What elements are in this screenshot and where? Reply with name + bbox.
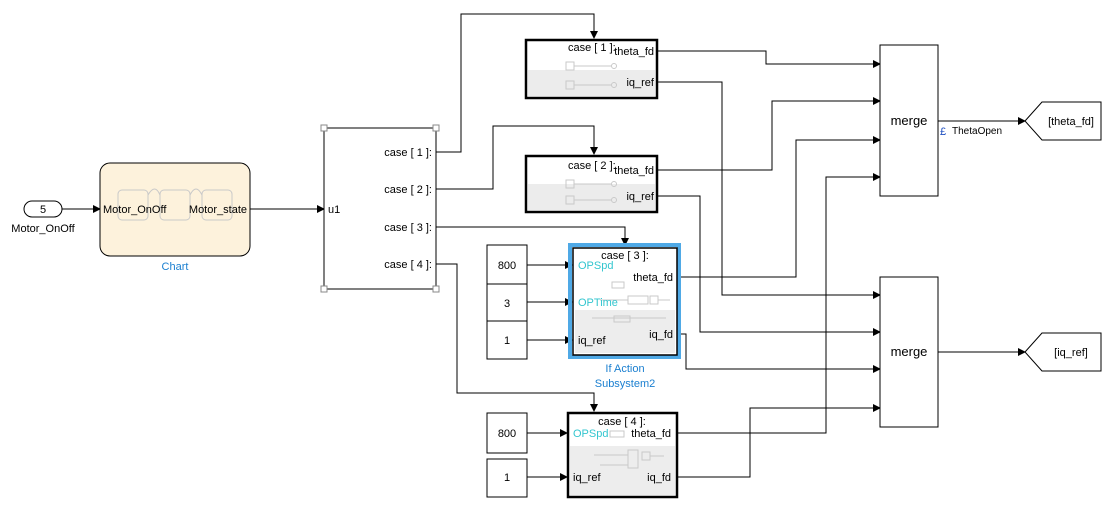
switch-case-block[interactable]: u1 case [ 1 ]: case [ 2 ]: case [ 3 ]: c…: [320, 124, 440, 293]
merge-label: merge: [891, 344, 928, 359]
signal-logging-marker: £: [940, 126, 946, 138]
action-subsystem-4[interactable]: case [ 4 ]: OPSpd iq_ref theta_fd iq_fd: [566, 411, 679, 499]
constant-value: 1: [504, 335, 510, 347]
subsystem-3-out-theta: theta_fd: [633, 272, 673, 284]
wire-s3-iq: [677, 333, 881, 373]
selection-handles: [320, 124, 440, 293]
inport-block[interactable]: 5: [23, 200, 63, 218]
switch-case-2: case [ 2 ]:: [384, 184, 432, 196]
signal-name-label: ThetaOpen: [952, 126, 1002, 137]
wire-case1: [436, 13, 598, 153]
wire-s4-theta: [677, 173, 881, 434]
subsystem-4-out-iq: iq_fd: [647, 472, 671, 484]
subsystem-3-in-opspd: OPSpd: [578, 260, 613, 272]
action-subsystem-1[interactable]: case [ 1 ]: theta_fd iq_ref: [524, 38, 659, 100]
switch-case-1: case [ 1 ]:: [384, 147, 432, 159]
svg-text:£: £: [940, 126, 946, 138]
chart-block[interactable]: Motor_OnOff Motor_state: [99, 162, 251, 257]
constant-block-800-b[interactable]: 800: [486, 412, 528, 454]
subsystem-4-title: case [ 4 ]:: [598, 416, 646, 428]
subsystem-1-preview: [565, 61, 617, 90]
merge-label: merge: [891, 113, 928, 128]
wire-s3-theta: [677, 136, 881, 278]
subsystem-3-name-line1: If Action: [605, 363, 644, 375]
subsystem-4-preview: [594, 430, 664, 469]
chart-input-port: Motor_OnOff: [103, 204, 167, 216]
action-subsystem-2[interactable]: case [ 2 ]: theta_fd iq_ref: [524, 154, 659, 214]
subsystem-2-out-iq: iq_ref: [626, 191, 654, 203]
wire-case4: [436, 263, 598, 412]
goto-tag: [iq_ref]: [1054, 347, 1088, 359]
wire-case3: [436, 226, 629, 246]
signal-lines: [62, 13, 1026, 481]
subsystem-1-title: case [ 1 ]:: [568, 42, 616, 54]
constant-value: 3: [504, 298, 510, 310]
constant-block-800-a[interactable]: 800: [486, 244, 528, 286]
wire-s2-theta: [657, 97, 881, 171]
subsystem-3-name-line2: Subsystem2: [595, 378, 656, 390]
subsystem-4-in-iqref: iq_ref: [573, 472, 601, 484]
constant-value: 800: [498, 260, 516, 272]
merge-block-1[interactable]: merge: [879, 44, 939, 197]
chart-state-preview: [117, 188, 233, 221]
subsystem-2-out-theta: theta_fd: [614, 165, 654, 177]
wire-s1-iq: [657, 81, 881, 299]
goto-tag: [theta_fd]: [1048, 116, 1094, 128]
wire-s4-iq: [677, 404, 881, 478]
subsystem-4-in-opspd: OPSpd: [573, 428, 608, 440]
subsystem-3-preview: [592, 281, 670, 323]
wire-s2-iq: [657, 195, 881, 336]
constant-value: 1: [504, 472, 510, 484]
subsystem-3-out-iq: iq_fd: [649, 329, 673, 341]
merge-block-2[interactable]: merge: [879, 276, 939, 428]
constant-block-1-b[interactable]: 1: [486, 458, 528, 498]
goto-block-iq-ref[interactable]: [iq_ref]: [1024, 332, 1102, 372]
subsystem-2-title: case [ 2 ]:: [568, 160, 616, 172]
constant-value: 800: [498, 428, 516, 440]
switch-input-port: u1: [328, 204, 340, 216]
constant-block-3[interactable]: 3: [486, 283, 528, 323]
subsystem-3-in-optime: OPTime: [578, 297, 618, 309]
chart-name: Chart: [162, 261, 189, 273]
switch-case-4: case [ 4 ]:: [384, 259, 432, 271]
goto-block-theta-fd[interactable]: [theta_fd]: [1024, 101, 1102, 141]
subsystem-3-title: case [ 3 ]:: [601, 250, 649, 262]
chart-output-port: Motor_state: [189, 204, 247, 216]
subsystem-2-preview: [565, 179, 617, 205]
wire-s1-theta: [657, 50, 881, 68]
subsystem-1-out-iq: iq_ref: [626, 77, 654, 89]
subsystem-1-out-theta: theta_fd: [614, 46, 654, 58]
constant-block-1-a[interactable]: 1: [486, 320, 528, 360]
subsystem-3-in-iqref: iq_ref: [578, 335, 606, 347]
action-subsystem-3[interactable]: case [ 3 ]: OPSpd OPTime iq_ref theta_fd…: [568, 243, 681, 359]
subsystem-4-out-theta: theta_fd: [631, 428, 671, 440]
inport-name: Motor_OnOff: [11, 223, 75, 235]
wire-case2: [436, 125, 598, 190]
switch-case-3: case [ 3 ]:: [384, 222, 432, 234]
inport-number: 5: [40, 204, 46, 216]
